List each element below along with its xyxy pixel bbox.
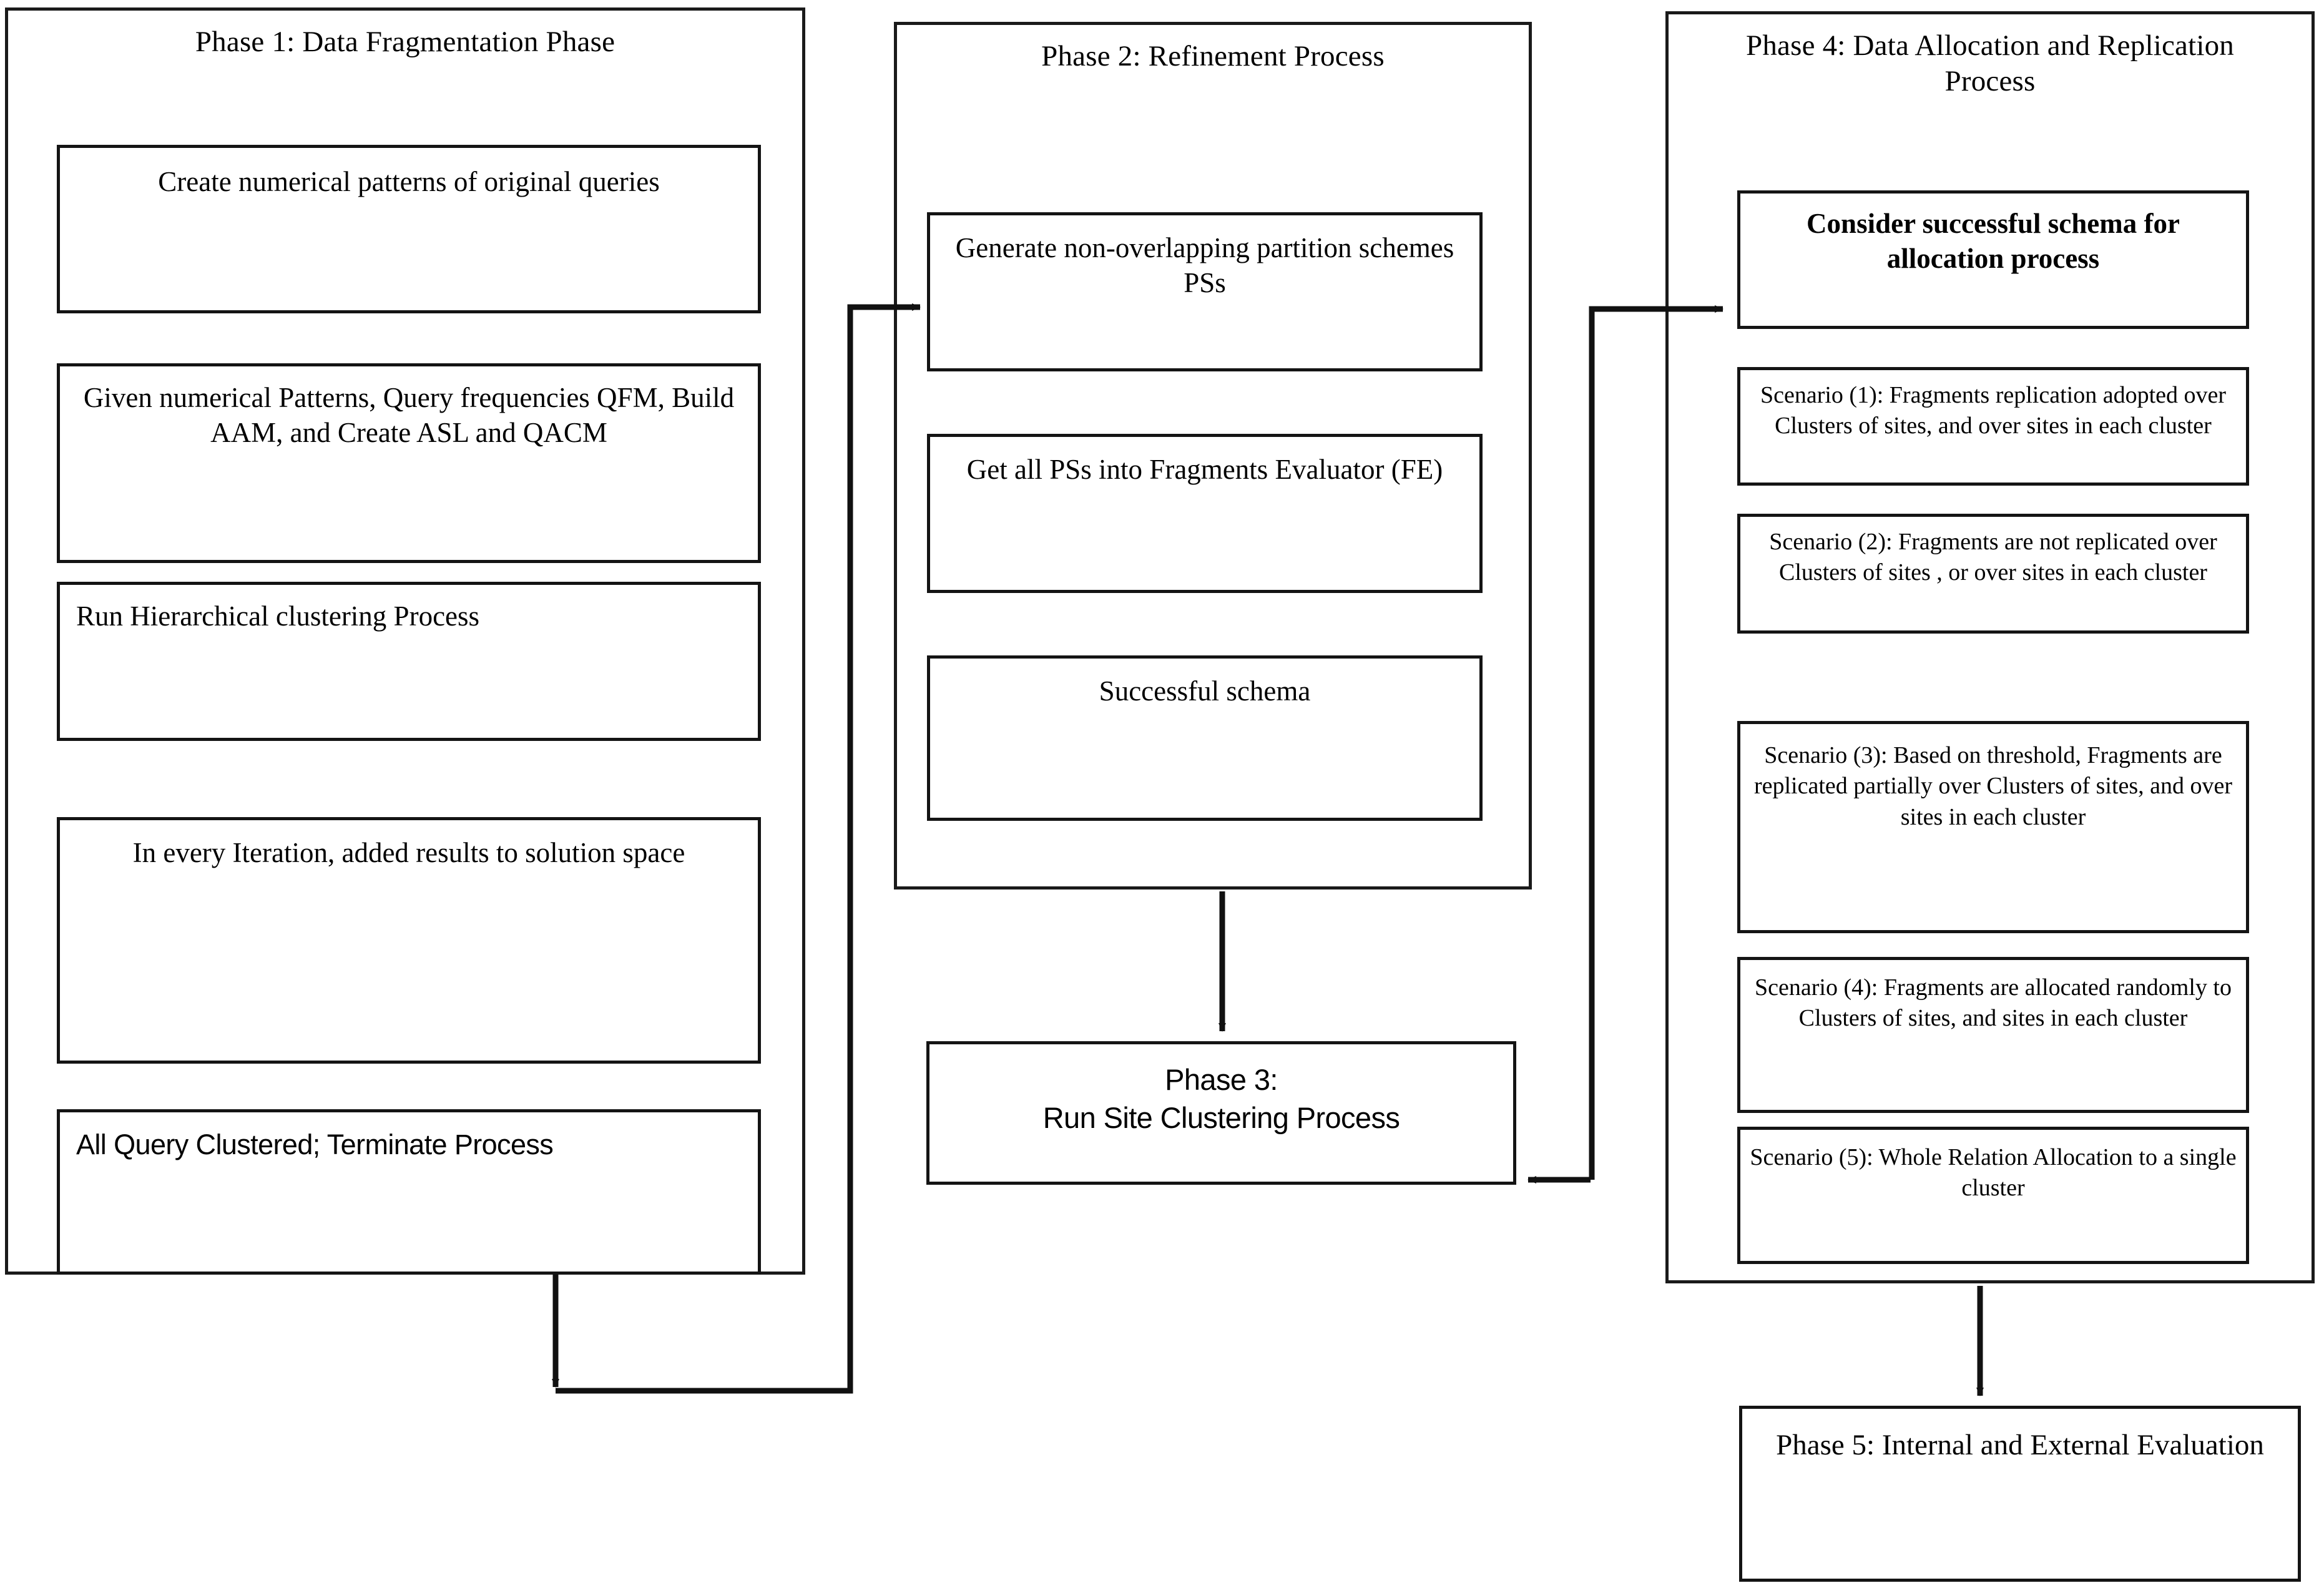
phase-4-step-1[interactable]: Consider successful schema for allocatio… bbox=[1737, 190, 2249, 329]
phase-1-step-2-label: Given numerical Patterns, Query frequenc… bbox=[83, 382, 735, 449]
phase-2-step-1-label: Generate non-overlapping partition schem… bbox=[955, 232, 1454, 299]
phase-4-scenario-4-label: Scenario (4): Fragments are allocated ra… bbox=[1755, 974, 2232, 1032]
phase-3-box[interactable]: Phase 3: Run Site Clustering Process bbox=[926, 1041, 1516, 1185]
phase-2-title: Phase 2: Refinement Process bbox=[1041, 40, 1385, 72]
phase-2-step-3-label: Successful schema bbox=[1099, 675, 1311, 707]
phase-1-step-4[interactable]: In every Iteration, added results to sol… bbox=[57, 817, 761, 1064]
phase-4-scenario-1[interactable]: Scenario (1): Fragments replication adop… bbox=[1737, 367, 2249, 486]
phase-4-scenario-2[interactable]: Scenario (2): Fragments are not replicat… bbox=[1737, 514, 2249, 634]
phase-4-scenario-2-label: Scenario (2): Fragments are not replicat… bbox=[1769, 529, 2217, 586]
phase-3-line-1: Phase 3: bbox=[1165, 1063, 1278, 1096]
phase-2-step-2-label: Get all PSs into Fragments Evaluator (FE… bbox=[966, 454, 1443, 485]
phase-4-scenario-5-label: Scenario (5): Whole Relation Allocation … bbox=[1750, 1144, 2237, 1202]
phase-4-title: Phase 4: Data Allocation and Replication… bbox=[1745, 29, 2234, 98]
phase-4-scenario-4[interactable]: Scenario (4): Fragments are allocated ra… bbox=[1737, 957, 2249, 1113]
phase-1-step-1-label: Create numerical patterns of original qu… bbox=[158, 166, 660, 197]
phase-4-scenario-5[interactable]: Scenario (5): Whole Relation Allocation … bbox=[1737, 1127, 2249, 1264]
phase-2-step-3[interactable]: Successful schema bbox=[927, 655, 1483, 821]
phase-5-box[interactable]: Phase 5: Internal and External Evaluatio… bbox=[1739, 1406, 2301, 1582]
phase-1-step-4-label: In every Iteration, added results to sol… bbox=[132, 837, 685, 868]
phase-1-title: Phase 1: Data Fragmentation Phase bbox=[195, 26, 615, 58]
phase-1-step-5[interactable]: All Query Clustered; Terminate Process bbox=[57, 1109, 761, 1275]
phase-4-step-1-label: Consider successful schema for allocatio… bbox=[1807, 208, 2180, 275]
phase-4-scenario-3[interactable]: Scenario (3): Based on threshold, Fragme… bbox=[1737, 721, 2249, 933]
phase-4-scenario-1-label: Scenario (1): Fragments replication adop… bbox=[1760, 382, 2227, 439]
phase-4-scenario-3-label: Scenario (3): Based on threshold, Fragme… bbox=[1753, 742, 2233, 830]
phase-2-step-2[interactable]: Get all PSs into Fragments Evaluator (FE… bbox=[927, 434, 1483, 593]
phase-1-step-2[interactable]: Given numerical Patterns, Query frequenc… bbox=[57, 363, 761, 563]
phase-1-step-3[interactable]: Run Hierarchical clustering Process bbox=[57, 582, 761, 741]
phase-1-step-1[interactable]: Create numerical patterns of original qu… bbox=[57, 145, 761, 313]
phase-4-container: Phase 4: Data Allocation and Replication… bbox=[1665, 11, 2315, 1283]
phase-2-step-1[interactable]: Generate non-overlapping partition schem… bbox=[927, 212, 1483, 371]
phase-1-container: Phase 1: Data Fragmentation Phase Create… bbox=[5, 7, 805, 1275]
phase-2-container: Phase 2: Refinement Process Generate non… bbox=[894, 22, 1532, 890]
phase-3-line-2: Run Site Clustering Process bbox=[1042, 1101, 1400, 1135]
phase-1-step-5-label: All Query Clustered; Terminate Process bbox=[76, 1129, 554, 1160]
phase-5-label: Phase 5: Internal and External Evaluatio… bbox=[1776, 1429, 2264, 1461]
phase-1-step-3-label: Run Hierarchical clustering Process bbox=[76, 600, 480, 632]
